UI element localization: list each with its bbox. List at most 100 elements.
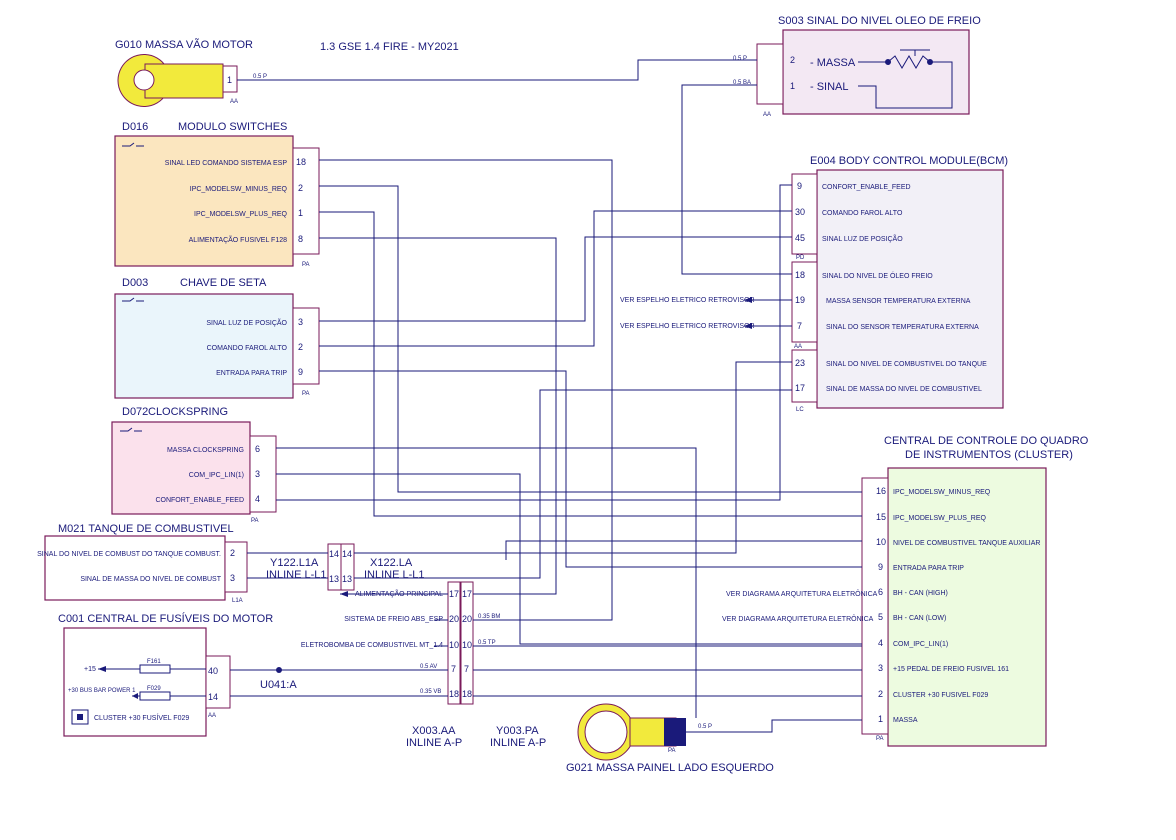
svg-text:SINAL DE MASSA DO NIVEL DE COM: SINAL DE MASSA DO NIVEL DE COMBUST — [80, 576, 221, 583]
svg-text:3: 3 — [298, 317, 303, 327]
svg-text:IPC_MODELSW_MINUS_REQ: IPC_MODELSW_MINUS_REQ — [190, 186, 288, 193]
svg-text:1: 1 — [878, 714, 883, 724]
s003-title: S003 SINAL DO NIVEL OLEO DE FREIO — [778, 15, 981, 27]
y122-name: Y122.L1A — [270, 557, 319, 569]
svg-text:14: 14 — [208, 692, 218, 702]
s003-sensor: S003 SINAL DO NIVEL OLEO DE FREIO 2 - MA… — [733, 15, 981, 118]
svg-text:PA: PA — [668, 748, 676, 754]
switch-icon — [122, 297, 144, 302]
svg-text:IPC_MODELSW_MINUS_REQ: IPC_MODELSW_MINUS_REQ — [893, 489, 991, 496]
svg-text:AA: AA — [794, 344, 802, 350]
d016-module-switches: D016 MODULO SWITCHES SINAL LED COMANDO S… — [114, 121, 320, 268]
u041-name: U041:A — [260, 679, 297, 691]
s003-conn: AA — [763, 112, 771, 118]
svg-text:18: 18 — [462, 689, 472, 699]
svg-text:ELETROBOMBA DE COMBUSTIVEL MT_: ELETROBOMBA DE COMBUSTIVEL MT_1.4 — [301, 642, 443, 649]
svg-text:7: 7 — [451, 664, 456, 674]
d072-title: CLOCKSPRING — [148, 406, 228, 418]
svg-text:2: 2 — [298, 342, 303, 352]
svg-text:19: 19 — [795, 295, 805, 305]
svg-text:3: 3 — [230, 573, 235, 583]
switch-icon — [122, 142, 144, 147]
svg-text:CONFORT_ENABLE_FEED: CONFORT_ENABLE_FEED — [155, 497, 244, 504]
svg-text:7: 7 — [464, 664, 469, 674]
cluster-ext2: VER DIAGRAMA ARQUITETURA ELETRÔNICA — [722, 614, 874, 623]
svg-text:CLUSTER +30 FUSÍVEL F029: CLUSTER +30 FUSÍVEL F029 — [94, 713, 189, 722]
cluster-title-1: CENTRAL DE CONTROLE DO QUADRO — [884, 435, 1089, 447]
svg-text:PA: PA — [251, 518, 259, 524]
svg-text:6: 6 — [255, 444, 260, 454]
svg-text:1: 1 — [790, 81, 795, 91]
svg-text:9: 9 — [298, 367, 303, 377]
svg-text:PD: PD — [796, 255, 805, 261]
svg-text:SINAL LUZ DE POSIÇÃO: SINAL LUZ DE POSIÇÃO — [206, 318, 287, 327]
svg-text:30: 30 — [795, 207, 805, 217]
inline-y122-x122: 14 14 13 13 Y122.L1A INLINE L-L1 X122.LA… — [266, 543, 425, 591]
svg-text:PA: PA — [302, 391, 310, 397]
svg-text:8: 8 — [298, 234, 303, 244]
g010-wire: 0.5 P — [253, 74, 267, 80]
svg-text:10: 10 — [462, 640, 472, 650]
svg-text:COM_IPC_LIN(1): COM_IPC_LIN(1) — [893, 641, 948, 648]
e004-ext1: VER ESPELHO ELETRICO RETROVISOR — [620, 297, 755, 304]
svg-text:3: 3 — [255, 469, 260, 479]
g010-title: G010 MASSA VÃO MOTOR — [115, 38, 253, 51]
svg-text:17: 17 — [462, 589, 472, 599]
m021-fuel-tank: M021 TANQUE DE COMBUSTIVEL SINAL DO NIVE… — [37, 523, 248, 604]
svg-text:5: 5 — [878, 612, 883, 622]
svg-text:SINAL LUZ DE POSIÇÃO: SINAL LUZ DE POSIÇÃO — [822, 234, 903, 243]
svg-text:2: 2 — [230, 548, 235, 558]
svg-text:45: 45 — [795, 233, 805, 243]
svg-text:13: 13 — [329, 574, 339, 584]
c001-fuse-box: C001 CENTRAL DE FUSÍVEIS DO MOTOR +15 F1… — [58, 612, 273, 737]
svg-text:BH - CAN (HIGH): BH - CAN (HIGH) — [893, 590, 948, 597]
svg-text:18: 18 — [449, 689, 459, 699]
svg-text:1: 1 — [298, 208, 303, 218]
svg-text:F029: F029 — [147, 686, 161, 692]
svg-text:+15 PEDAL DE FREIO FUSIVEL 16: +15 PEDAL DE FREIO FUSIVEL 161 — [893, 666, 1009, 673]
svg-text:3: 3 — [878, 663, 883, 673]
svg-text:20: 20 — [449, 614, 459, 624]
svg-text:AA: AA — [208, 713, 216, 719]
svg-text:10: 10 — [449, 640, 459, 650]
svg-text:MASSA: MASSA — [893, 717, 918, 724]
svg-text:ALIMENTAÇÃO FUSIVEL F128: ALIMENTAÇÃO FUSIVEL F128 — [189, 235, 288, 244]
g010-pin: 1 — [227, 75, 232, 85]
svg-text:PA: PA — [876, 736, 884, 742]
switch-icon — [120, 427, 142, 432]
svg-text:BH - CAN (LOW): BH - CAN (LOW) — [893, 615, 946, 622]
svg-text:SINAL LED COMANDO SISTEMA ESP: SINAL LED COMANDO SISTEMA ESP — [165, 160, 288, 167]
x003-name: X003.AA — [412, 725, 456, 737]
x003-sub: INLINE A-P — [406, 737, 462, 749]
svg-text:MASSA SENSOR TEMPERATURA EXTER: MASSA SENSOR TEMPERATURA EXTERNA — [826, 298, 971, 305]
svg-text:4: 4 — [255, 494, 260, 504]
cluster-instrument-panel: CENTRAL DE CONTROLE DO QUADRO DE INSTRUM… — [722, 435, 1089, 747]
svg-text:COMANDO FAROL ALTO: COMANDO FAROL ALTO — [207, 345, 288, 352]
svg-text:0.35 VB: 0.35 VB — [420, 689, 441, 695]
svg-text:9: 9 — [797, 181, 802, 191]
g010-ground: G010 MASSA VÃO MOTOR 1 AA 0.5 P — [115, 38, 267, 107]
e004-bcm: E004 BODY CONTROL MODULE(BCM) 9 CONFORT_… — [620, 155, 1008, 413]
d003-title: CHAVE DE SETA — [180, 277, 267, 289]
s003-pin-massa: - MASSA — [810, 57, 856, 69]
svg-text:10: 10 — [876, 537, 886, 547]
svg-text:0.5 TP: 0.5 TP — [478, 640, 496, 646]
s003-pin-sinal: - SINAL — [810, 81, 849, 93]
svg-text:SISTEMA DE FREIO ABS_ESP: SISTEMA DE FREIO ABS_ESP — [344, 616, 443, 623]
svg-text:2: 2 — [878, 689, 883, 699]
inline-x003: ALIMENTAÇÃO PRINCIPAL 17 17 SISTEMA DE F… — [301, 581, 546, 749]
svg-text:17: 17 — [449, 589, 459, 599]
svg-text:NIVEL DE COMBUSTIVEL TANQUE AU: NIVEL DE COMBUSTIVEL TANQUE AUXILIAR — [893, 540, 1040, 547]
svg-text:40: 40 — [208, 666, 218, 676]
svg-text:F161: F161 — [147, 659, 161, 665]
svg-text:ENTRADA PARA TRIP: ENTRADA PARA TRIP — [893, 565, 964, 572]
svg-text:0.5 P: 0.5 P — [698, 724, 712, 730]
svg-text:+30 BUS BAR POWER 1: +30 BUS BAR POWER 1 — [68, 688, 136, 694]
wires — [230, 59, 862, 733]
d003-chave-de-seta: D003 CHAVE DE SETA SINAL LUZ DE POSIÇÃO … — [114, 277, 320, 399]
y122-sub: INLINE L-L1 — [266, 569, 327, 581]
svg-text:SINAL DE MASSA DO NIVEL DE COM: SINAL DE MASSA DO NIVEL DE COMBUSTIVEL — [826, 386, 982, 393]
x122-name: X122.LA — [370, 557, 413, 569]
svg-text:SINAL DO SENSOR TEMPERATURA EX: SINAL DO SENSOR TEMPERATURA EXTERNA — [826, 324, 979, 331]
svg-text:15: 15 — [876, 512, 886, 522]
